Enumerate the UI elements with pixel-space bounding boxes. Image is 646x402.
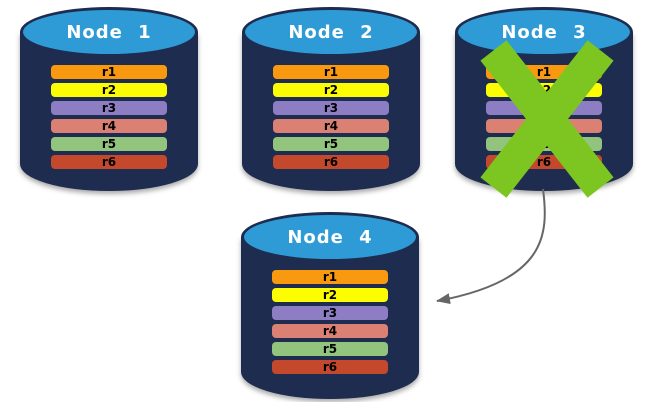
replica-row-r4: r4 — [273, 119, 389, 133]
replica-row-r2: r2 — [272, 288, 388, 302]
replica-row-r2: r2 — [51, 83, 167, 97]
failure-x-icon — [480, 39, 614, 198]
node-4-title: Node 4 — [287, 226, 373, 248]
node-4-replica-rows: r1 r2 r3 r4 r5 r6 — [272, 270, 388, 378]
node-4-cylinder: Node 4 r1 r2 r3 r4 r5 r6 — [241, 212, 419, 399]
failover-arrow-path — [436, 188, 546, 305]
node-2-cylinder: Node 2 r1 r2 r3 r4 r5 r6 — [242, 7, 420, 191]
replica-row-r5: r5 — [51, 137, 167, 151]
replica-row-r4: r4 — [51, 119, 167, 133]
replica-row-r4: r4 — [272, 324, 388, 338]
node-2-cylinder-top: Node 2 — [242, 7, 420, 57]
replica-row-r1: r1 — [273, 65, 389, 79]
replica-row-r3: r3 — [272, 306, 388, 320]
replica-row-r6: r6 — [272, 360, 388, 374]
node-1-cylinder-top: Node 1 — [20, 7, 198, 57]
node-3-cylinder-top: Node 3 — [455, 7, 633, 57]
replica-row-r1: r1 — [51, 65, 167, 79]
replica-row-r6: r6 — [51, 155, 167, 169]
node-1-cylinder: Node 1 r1 r2 r3 r4 r5 r6 — [20, 7, 198, 191]
node-1-replica-rows: r1 r2 r3 r4 r5 r6 — [51, 65, 167, 173]
replica-row-r3: r3 — [51, 101, 167, 115]
replica-row-r2: r2 — [273, 83, 389, 97]
replica-row-r3: r3 — [273, 101, 389, 115]
node-2-replica-rows: r1 r2 r3 r4 r5 r6 — [273, 65, 389, 173]
node-4-cylinder-top: Node 4 — [241, 212, 419, 262]
node-1-title: Node 1 — [66, 21, 152, 43]
replica-row-r5: r5 — [273, 137, 389, 151]
node-2-title: Node 2 — [288, 21, 374, 43]
replica-row-r1: r1 — [272, 270, 388, 284]
node-3-title: Node 3 — [501, 21, 587, 43]
replica-row-r6: r6 — [273, 155, 389, 169]
node-3-cylinder: Node 3 r1 r2 r3 r4 r5 r6 — [455, 7, 633, 198]
replica-row-r5: r5 — [272, 342, 388, 356]
